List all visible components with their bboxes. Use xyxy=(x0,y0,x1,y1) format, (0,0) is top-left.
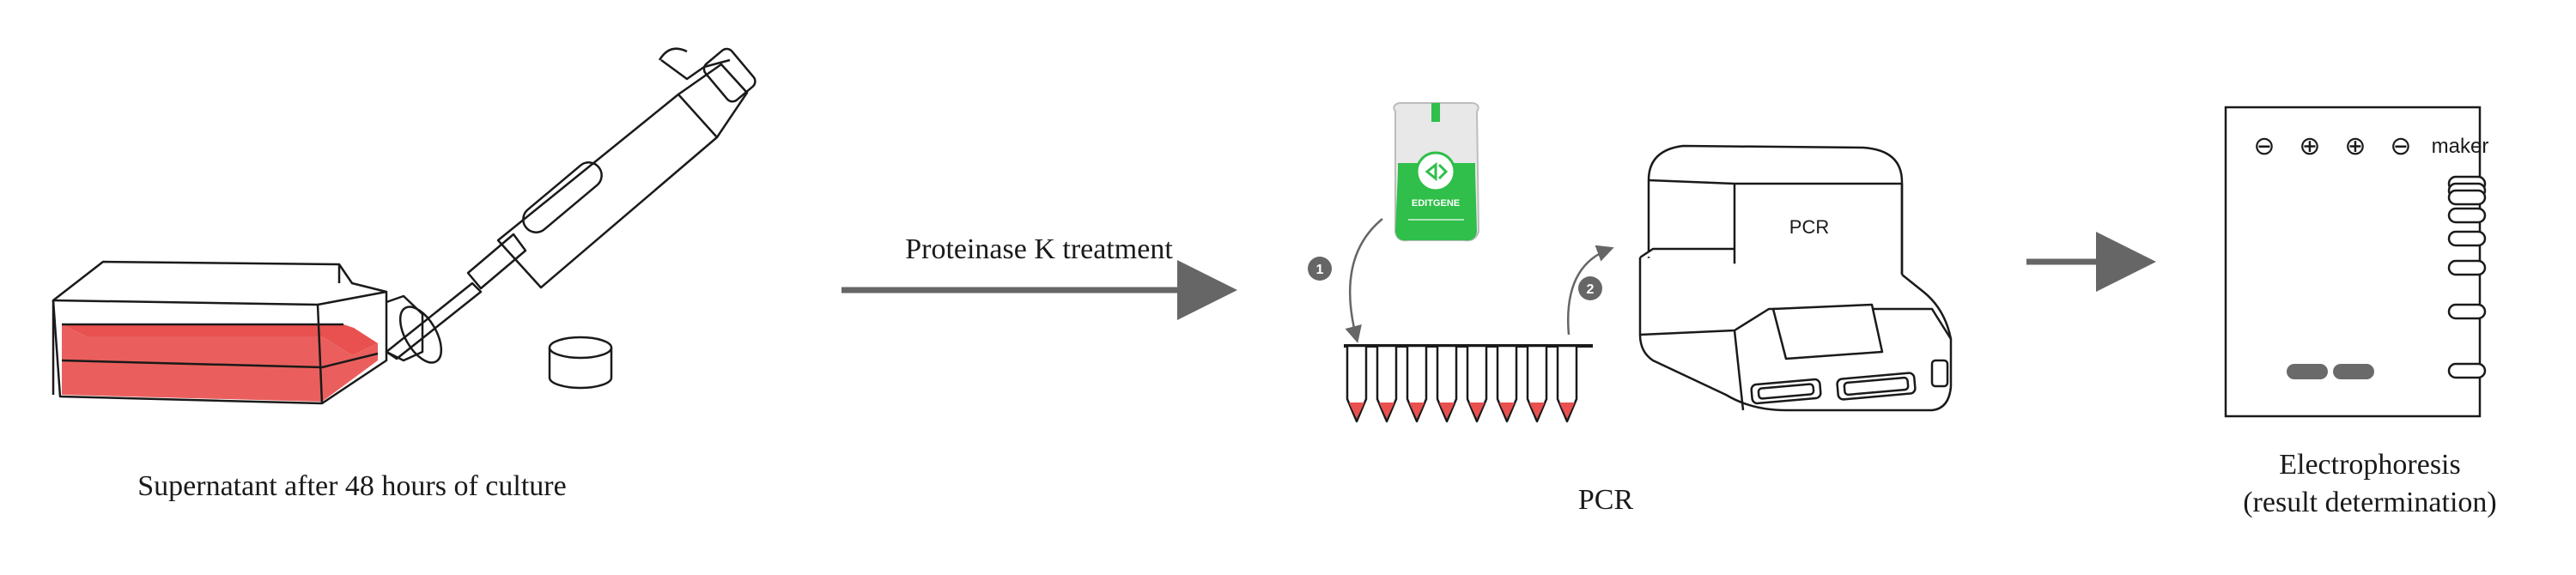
lane-sign-3: ⊕ xyxy=(2344,132,2366,160)
pcr-tube-sample xyxy=(1499,402,1515,419)
pcr-tube-sample xyxy=(1439,402,1455,419)
arrow-tubes-to-pcr xyxy=(1567,245,1614,336)
pcr-tube-sample xyxy=(1469,402,1485,419)
pcr-tube-sample xyxy=(1349,402,1364,419)
electrophoresis-title: Electrophoresis xyxy=(2279,449,2461,481)
gel-lane-signs: ⊖ ⊕ ⊕ ⊖ xyxy=(2253,132,2411,160)
arrow-reagent-to-tubes xyxy=(1345,218,1383,343)
pipette xyxy=(385,47,756,360)
culture-flask xyxy=(52,260,443,405)
reagent-pack: EDITGENE xyxy=(1393,102,1480,242)
pcr-tube-sample xyxy=(1559,402,1575,419)
band-lane-2 xyxy=(2287,364,2328,379)
step-badge-1: 1 xyxy=(1308,257,1332,281)
marker-lane-label: maker xyxy=(2432,135,2489,158)
pcr-screen xyxy=(1771,303,1884,360)
lane-sign-2: ⊕ xyxy=(2299,132,2320,160)
reagent-brand: EDITGENE xyxy=(1412,198,1460,209)
sample-bands xyxy=(2287,364,2374,379)
svg-text:1: 1 xyxy=(1316,263,1324,277)
lane-sign-4: ⊖ xyxy=(2390,132,2411,160)
svg-text:2: 2 xyxy=(1587,282,1595,297)
flask-cap xyxy=(548,336,613,390)
band-lane-3 xyxy=(2333,364,2374,379)
electrophoresis-step-label: Electrophoresis (result determination) xyxy=(2147,446,2576,522)
pcr-tube-sample xyxy=(1379,402,1394,419)
pcr-tube-sample xyxy=(1529,402,1545,419)
pcr-tubes xyxy=(1346,344,1578,423)
culture-step-label: Supernatant after 48 hours of culture xyxy=(137,470,567,502)
treatment-step-label: Proteinase K treatment xyxy=(905,233,1173,265)
pcr-machine xyxy=(1638,144,1953,412)
step-badge-2: 2 xyxy=(1578,276,1602,300)
pcr-tube-sample xyxy=(1409,402,1425,419)
marker-ladder xyxy=(2447,175,2487,379)
electrophoresis-subtitle: (result determination) xyxy=(2243,487,2497,518)
lane-sign-1: ⊖ xyxy=(2253,132,2275,160)
pcr-machine-label: PCR xyxy=(1789,216,1829,238)
pcr-step-label: PCR xyxy=(1577,484,1634,516)
culture-medium xyxy=(62,324,378,355)
